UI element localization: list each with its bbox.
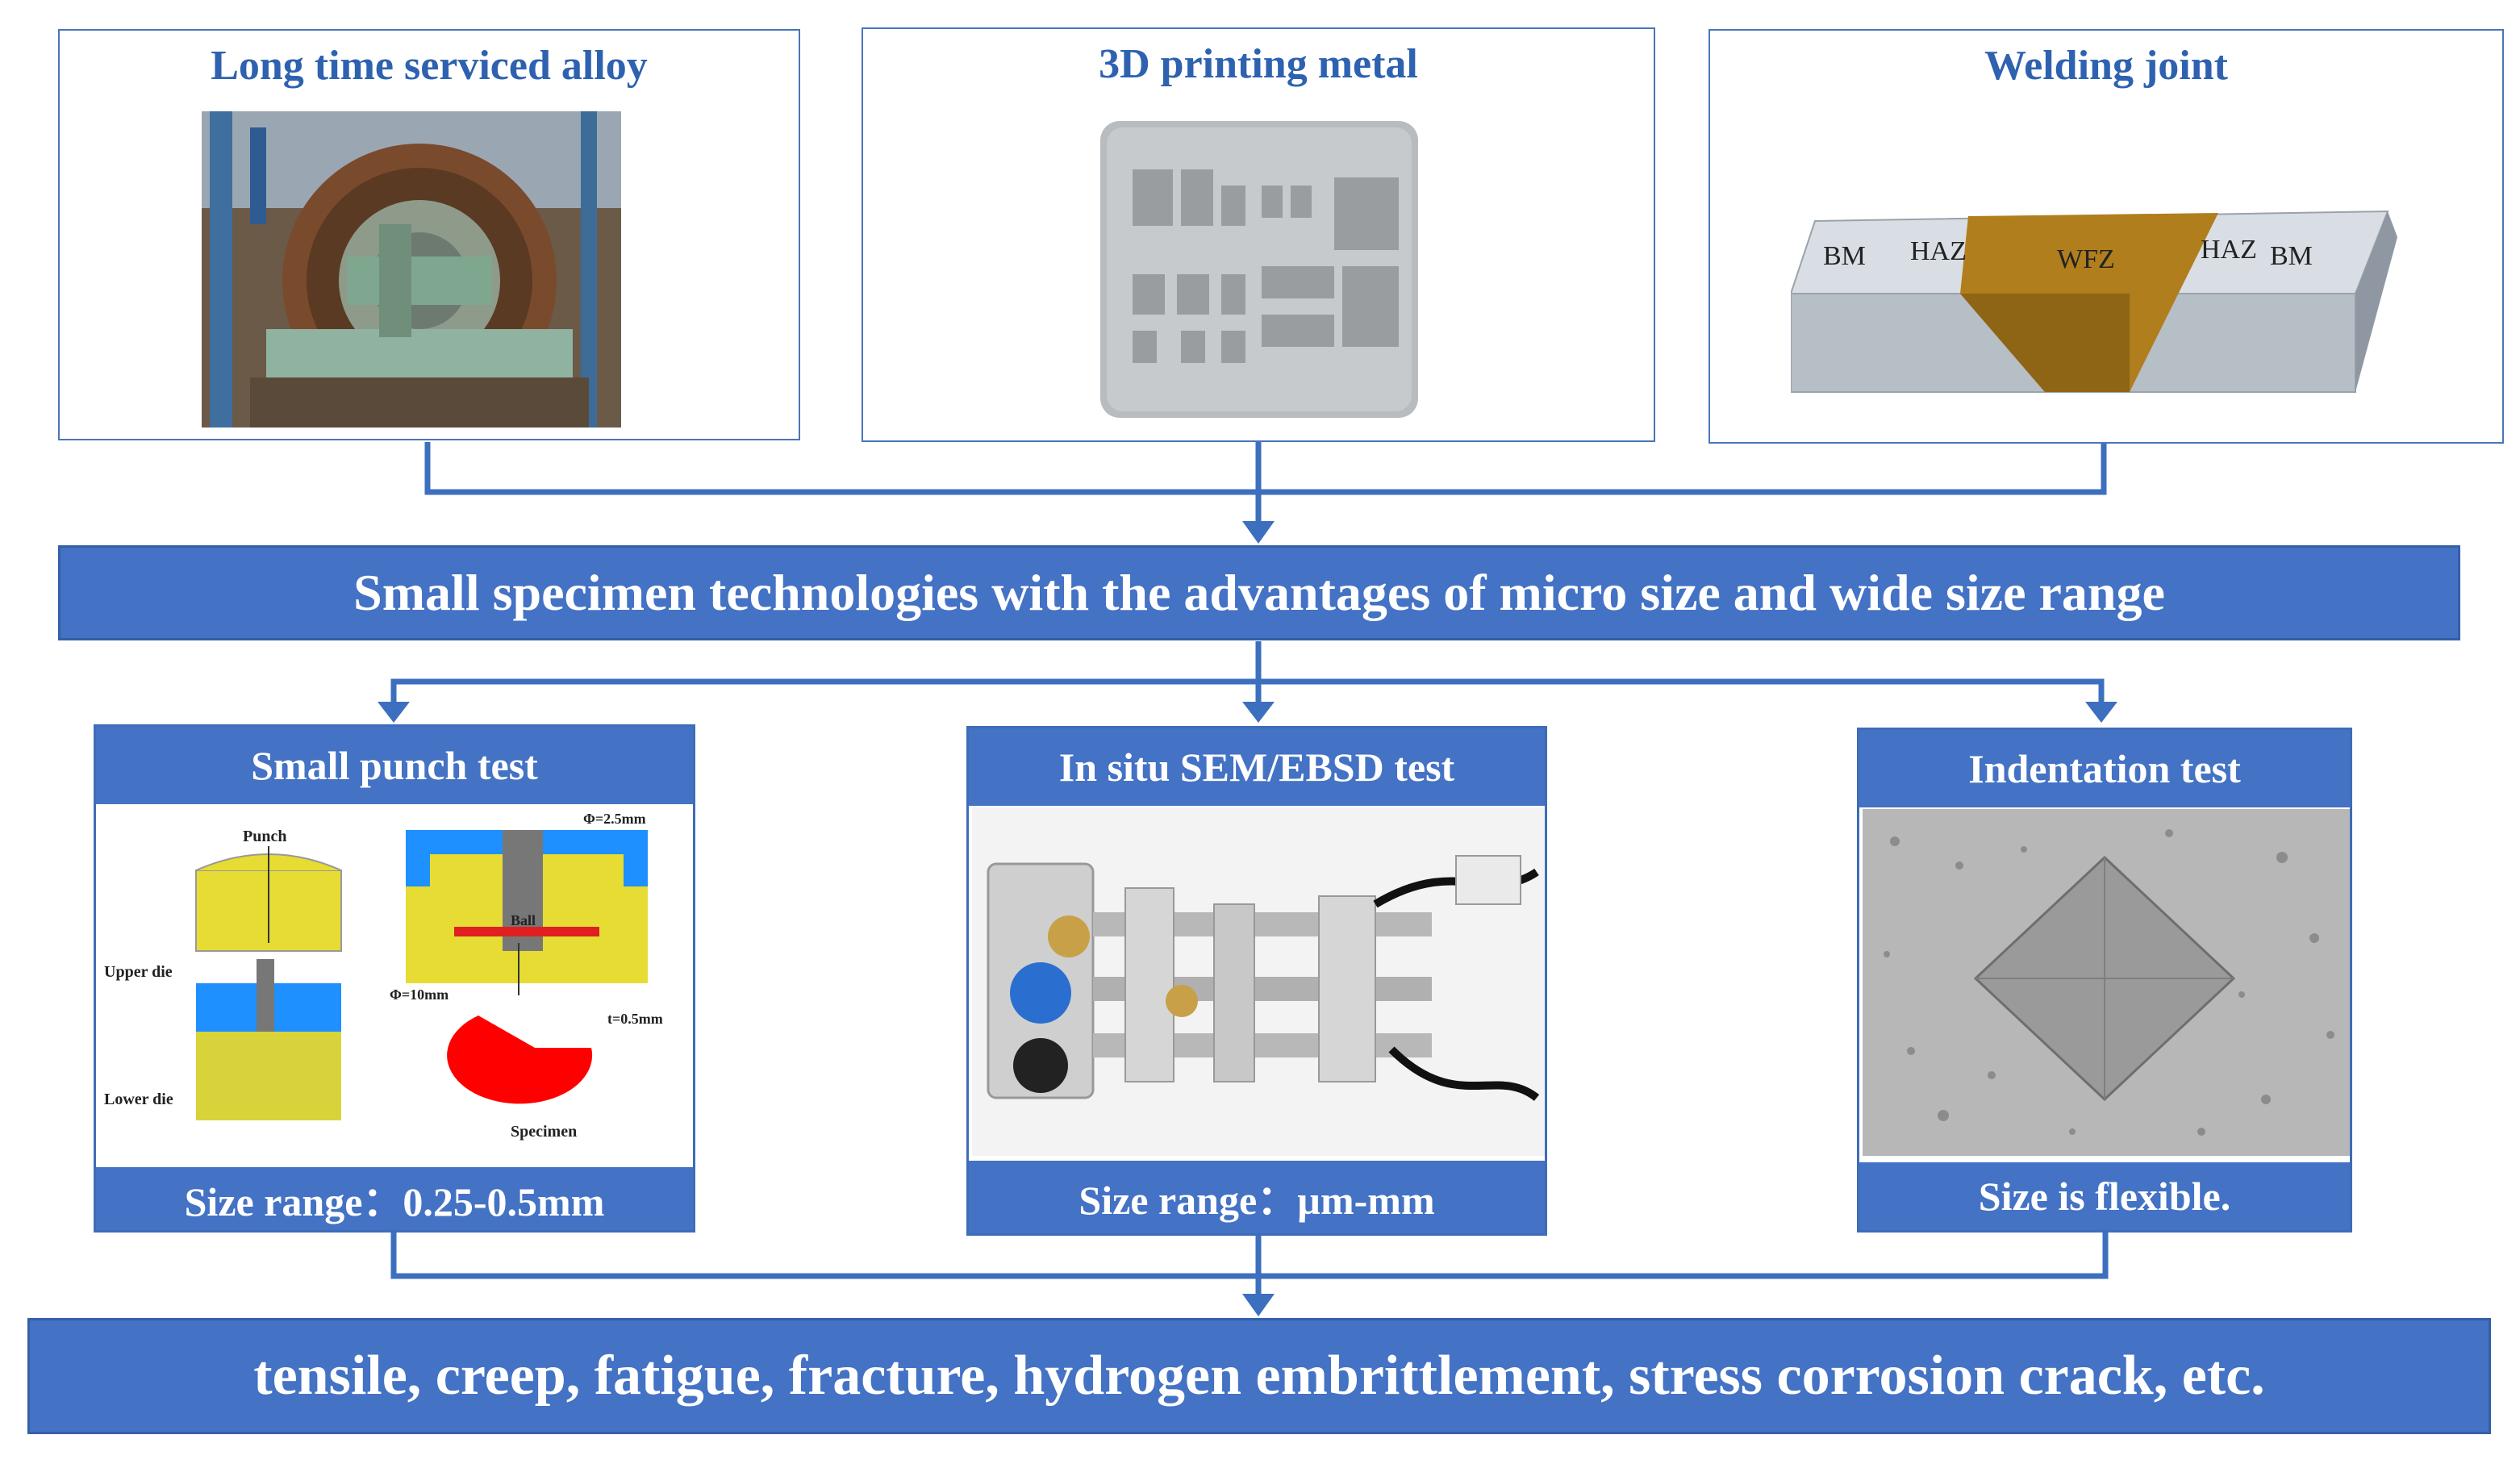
zone-label-haz-left: HAZ	[1910, 236, 1967, 266]
mid-split-line	[390, 678, 2105, 710]
turbine-photo	[202, 111, 621, 428]
zone-label-bm-left: BM	[1823, 241, 1866, 271]
label-phi-spec: Φ=10mm	[390, 986, 449, 1003]
method-in-situ-sem: In situ SEM/EBSD test Size range：µm-mm	[966, 726, 1547, 1236]
source-serviced-alloy: Long time serviced alloy	[58, 29, 800, 440]
center-banner: Small specimen technologies with the adv…	[58, 545, 2460, 640]
top-merge-line	[424, 442, 2107, 495]
method-title: Small punch test	[96, 727, 693, 804]
printed-plate-photo	[1100, 121, 1418, 418]
source-title: 3D printing metal	[1099, 41, 1418, 87]
weld-joint-diagram: BM HAZ WFZ HAZ BM	[1791, 210, 2397, 393]
arrow-to-indentation	[2085, 702, 2117, 723]
tensile-stage-photo	[972, 807, 1545, 1156]
bottom-banner: tensile, creep, fatigue, fracture, hydro…	[27, 1318, 2491, 1434]
method-size: Size range：0.25-0.5mm	[96, 1167, 693, 1230]
method-size: Size range：µm-mm	[969, 1161, 1545, 1233]
source-3d-printing: 3D printing metal	[862, 27, 1655, 442]
label-punch: Punch	[243, 828, 286, 845]
bottom-merge-line	[390, 1231, 2109, 1279]
source-title: Welding joint	[1984, 43, 2228, 89]
label-lower-die: Lower die	[104, 1091, 173, 1108]
label-specimen: Specimen	[511, 1123, 577, 1141]
label-upper-die: Upper die	[104, 963, 173, 981]
arrow-to-small-punch	[378, 702, 410, 723]
arrow-to-sem	[1242, 702, 1275, 723]
small-punch-schematic: Punch Upper die Lower die Φ=2.5mm Ball Φ…	[99, 806, 693, 1164]
label-phi-ball: Φ=2.5mm	[583, 811, 646, 827]
zone-label-wfz: WFZ	[2057, 244, 2115, 274]
arrow-to-center-banner	[1242, 521, 1275, 544]
method-indentation: Indentation test Size is flexible.	[1857, 728, 2352, 1233]
method-small-punch: Small punch test Punch Upper die Lower d…	[94, 724, 695, 1233]
zone-label-haz-right: HAZ	[2201, 235, 2257, 265]
method-title: In situ SEM/EBSD test	[969, 728, 1545, 806]
label-thickness: t=0.5mm	[607, 1011, 663, 1027]
indent-micrograph	[1863, 809, 2350, 1156]
method-title: Indentation test	[1859, 730, 2350, 807]
zone-label-bm-right: BM	[2270, 241, 2313, 271]
method-size: Size is flexible.	[1859, 1162, 2350, 1230]
arrow-to-bottom-banner	[1242, 1294, 1275, 1316]
source-title: Long time serviced alloy	[211, 43, 648, 89]
source-welding-joint: Welding joint BM HAZ WFZ HAZ BM	[1709, 29, 2504, 444]
label-ball: Ball	[511, 912, 536, 928]
